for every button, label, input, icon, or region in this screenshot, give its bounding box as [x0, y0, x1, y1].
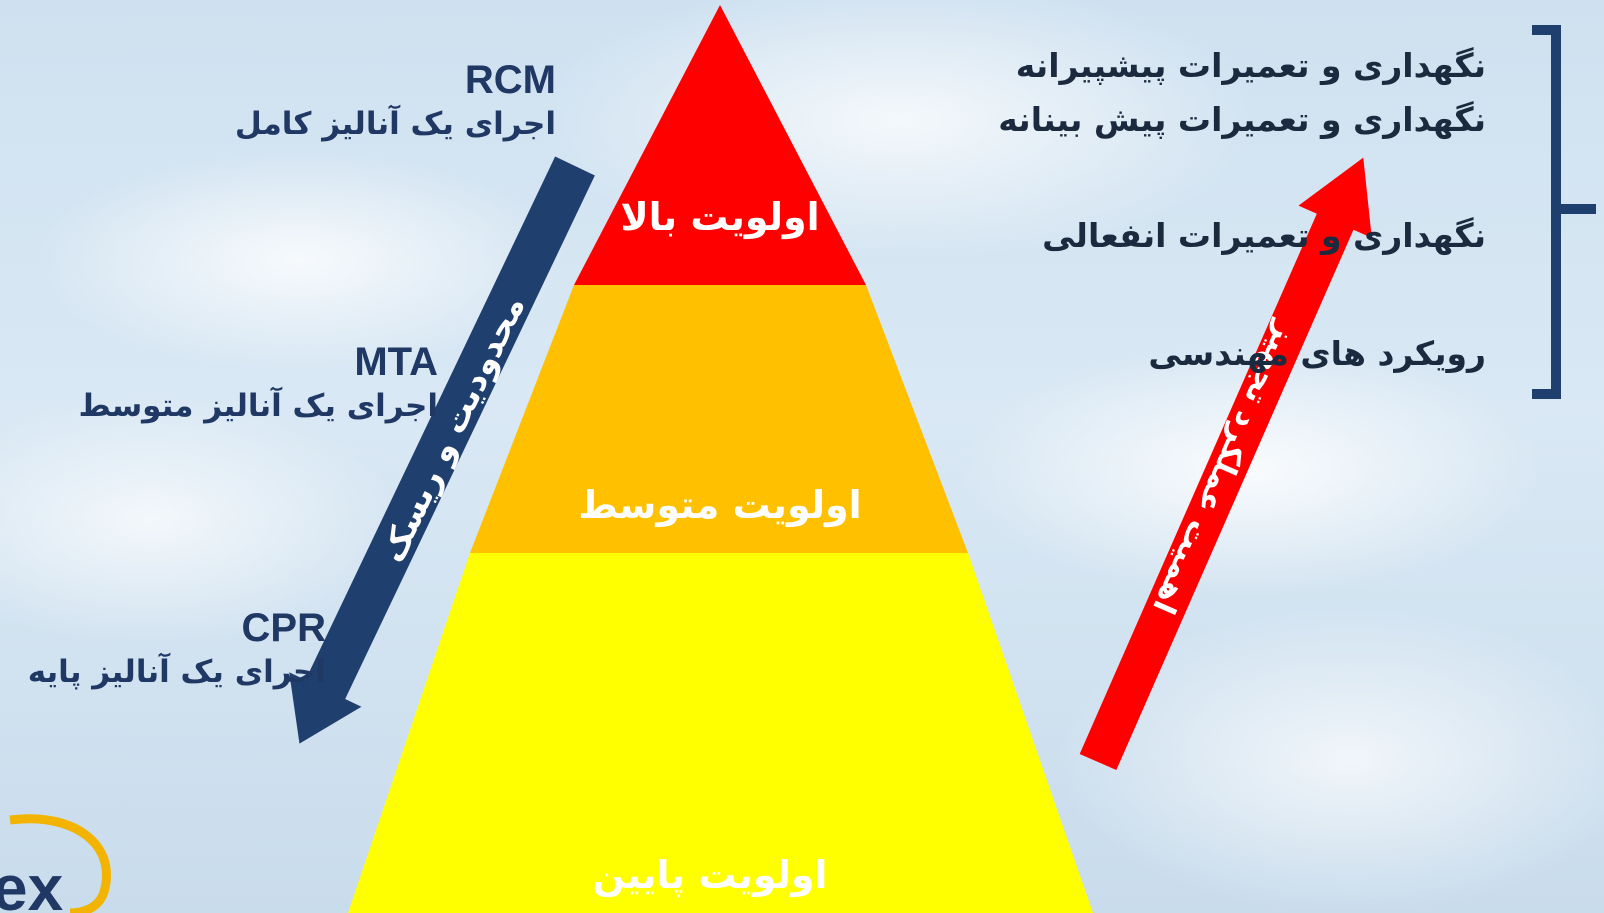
- method-mta-desc: اجرای یک آنالیز متوسط: [78, 388, 439, 424]
- tier-label-medium: اولویت متوسط: [578, 483, 861, 528]
- tier-label-high: اولویت بالا: [620, 195, 819, 240]
- risk-arrow-shape: [289, 156, 595, 744]
- tier-label-low: اولویت پایین: [593, 853, 828, 898]
- bracket-item-predictive: نگهداری و تعمیرات پیش بینانه: [998, 100, 1486, 139]
- pyramid-tier-medium: [470, 285, 968, 553]
- logo-text: ex: [0, 852, 64, 913]
- method-cpr-code: CPR: [241, 606, 326, 650]
- importance-arrow-shape: [1079, 157, 1372, 771]
- bracket-item-reactive: نگهداری و تعمیرات انفعالی: [1042, 216, 1486, 255]
- bracket-item-engineering: رویکرد های مهندسی: [1148, 334, 1486, 373]
- method-rcm-desc: اجرای یک آنالیز کامل: [234, 106, 556, 142]
- pyramid-tier-high: [574, 5, 866, 285]
- method-mta-code: MTA: [354, 340, 438, 384]
- bracket-item-preventive: نگهداری و تعمیرات پیشپیرانه: [1015, 46, 1486, 85]
- right-bracket: [1532, 25, 1596, 399]
- method-cpr-desc: اجرای یک آنالیز پایه: [27, 654, 326, 690]
- logo-swoosh: [9, 814, 111, 913]
- pyramid-tier-low: [348, 553, 1093, 913]
- company-logo: ex: [0, 812, 120, 913]
- method-rcm-code: RCM: [464, 58, 556, 102]
